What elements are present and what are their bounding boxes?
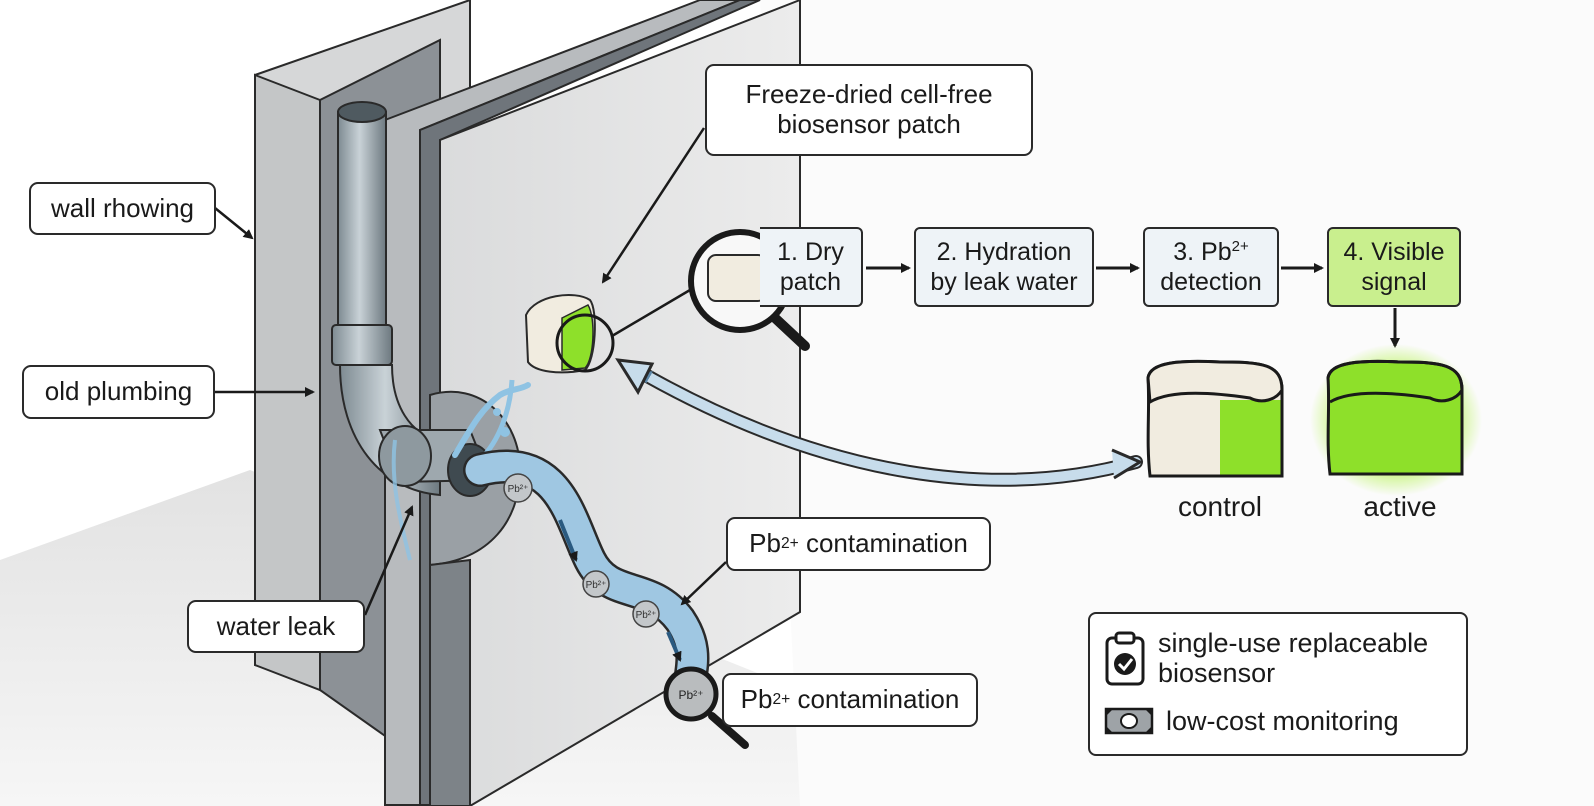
step-4-line1: 4. Visible [1343, 238, 1445, 266]
return-arrow-head-left [615, 358, 655, 396]
drop-1 [500, 427, 510, 437]
zoom-connector [611, 288, 691, 338]
wall-lower-slab [429, 558, 471, 806]
flow-arrow-2 [666, 631, 682, 662]
step-3-line2: detection [1160, 268, 1262, 296]
legend-item-low-cost-text: low-cost monitoring [1166, 706, 1399, 736]
step-dry-patch: 1. Dry patch [760, 227, 863, 307]
legend-item-single-use-text: single-use replaceable biosensor [1158, 628, 1428, 688]
wall-left-edge [254, 73, 321, 692]
legend-item-low-cost: low-cost monitoring [1104, 706, 1399, 736]
svg-text:Pb²⁺: Pb²⁺ [508, 484, 529, 495]
leak-label: water leak [187, 600, 365, 653]
arrow-wall [214, 207, 254, 240]
step-3-line1: 3. Pb2+ [1173, 237, 1248, 267]
pipe-vertical [337, 111, 387, 343]
step-1-line1: 1. Dry [777, 238, 844, 266]
legend-item-single-use: single-use replaceable biosensor [1104, 628, 1428, 688]
step-2-line2: by leak water [930, 268, 1078, 296]
patch-zoom-ring [555, 313, 615, 373]
plumbing-label: old plumbing [22, 365, 215, 419]
contamination-lower-text: contamination [790, 684, 960, 715]
control-caption: control [1177, 491, 1263, 522]
contamination-upper-pb: Pb [749, 528, 781, 559]
patch-label-line1: Freeze-dried cell-free [745, 79, 993, 110]
step-4-line2: signal [1361, 268, 1427, 296]
step-3-sup: 2+ [1231, 238, 1249, 255]
step-detection: 3. Pb2+ detection [1143, 227, 1279, 307]
pipe-top-opening [337, 101, 387, 123]
active-patch [1326, 359, 1464, 476]
leak-spray [452, 382, 531, 458]
step-hydration: 2. Hydration by leak water [914, 227, 1094, 307]
clipboard-check-icon [1105, 631, 1145, 686]
legend-item1-line1: single-use replaceable [1158, 628, 1429, 658]
flow-arrow-1 [558, 519, 578, 562]
wall-label-text: wall rhowing [50, 192, 195, 223]
drop-2 [493, 408, 501, 416]
magnifier-lower-icon: Pb²⁺ [663, 666, 749, 749]
arrow-patch [601, 127, 706, 284]
patch-label-line2: biosensor patch [777, 109, 961, 139]
legend: single-use replaceable biosensor low-cos… [1088, 612, 1468, 756]
step-3-pb: 3. Pb [1173, 238, 1232, 266]
patch-label: Freeze-dried cell-free biosensor patch [705, 64, 1033, 156]
step-2-line1: 2. Hydration [936, 238, 1072, 266]
pb-particle: Pb²⁺ [632, 600, 660, 628]
contamination-upper-text: contamination [798, 528, 968, 559]
plumbing-label-text: old plumbing [44, 376, 193, 407]
pipe-joint [378, 425, 432, 487]
svg-text:Pb²⁺: Pb²⁺ [636, 610, 657, 621]
leak-drip-stream [391, 439, 412, 561]
control-patch [1146, 359, 1284, 478]
wall-label: wall rhowing [29, 182, 216, 235]
pipe-coupling [331, 324, 393, 366]
leak-label-text: water leak [216, 610, 336, 641]
arrow-contamination [680, 561, 727, 606]
active-caption: active [1363, 491, 1437, 522]
arrow-leak [363, 505, 414, 616]
svg-text:Pb²⁺: Pb²⁺ [586, 580, 607, 591]
pb-particle: Pb²⁺ [582, 570, 610, 598]
legend-item1-line2: biosensor [1158, 658, 1276, 689]
svg-text:Pb²⁺: Pb²⁺ [678, 688, 703, 702]
contamination-lower-pb: Pb [740, 684, 773, 715]
return-arrow-head-right [1111, 448, 1144, 480]
return-arrow-inner [635, 367, 1141, 485]
pb-particle: Pb²⁺ [503, 473, 533, 503]
step-1-line2: patch [779, 268, 842, 296]
banknote-icon [1104, 707, 1154, 735]
step-visible-signal: 4. Visible signal [1327, 227, 1461, 307]
